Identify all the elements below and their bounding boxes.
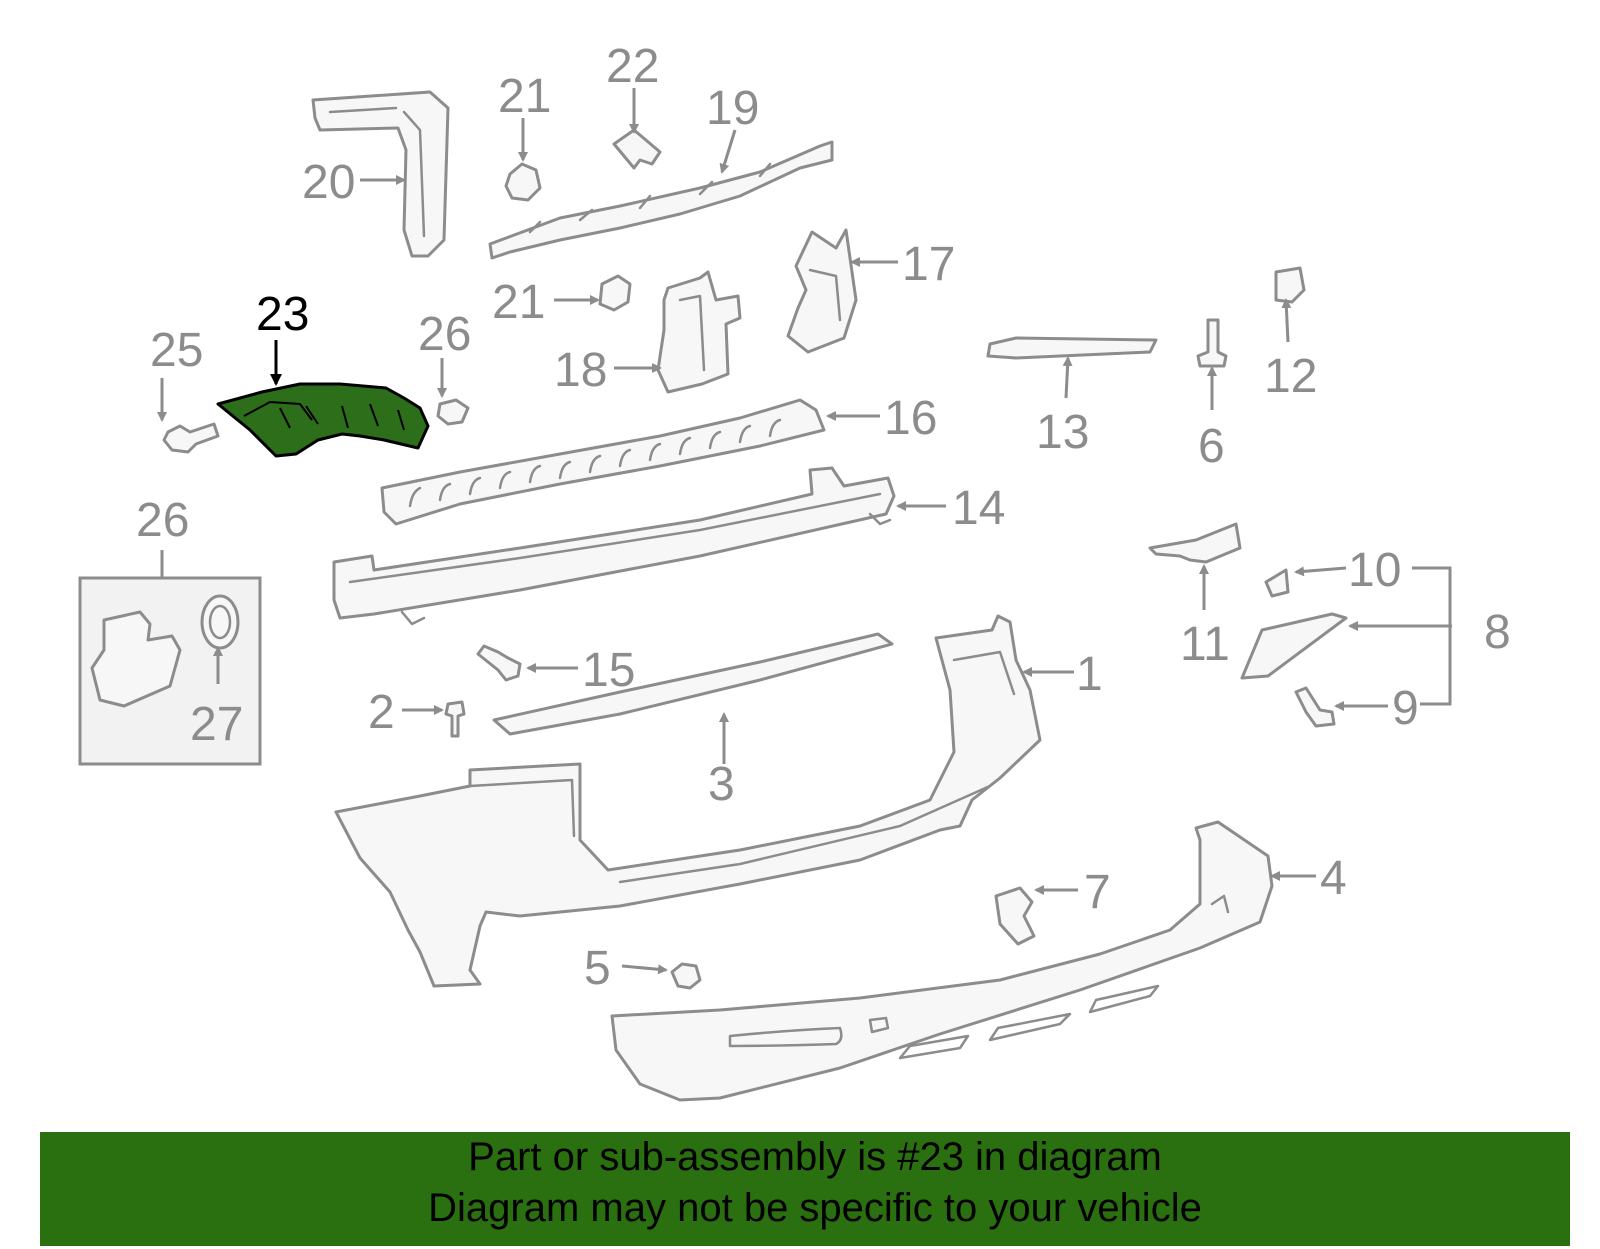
callout-20: 20 <box>302 156 355 209</box>
callout-12: 12 <box>1264 350 1317 403</box>
callout-4: 4 <box>1320 852 1347 905</box>
callout-17: 17 <box>902 238 955 291</box>
callout-8: 8 <box>1484 606 1511 659</box>
callout-11: 11 <box>1180 618 1230 671</box>
part-20-bracket <box>311 90 450 258</box>
part-22-clip <box>612 128 662 170</box>
part-18-bracket <box>656 270 742 394</box>
part-16-absorber <box>380 398 826 526</box>
callout-15: 15 <box>582 644 635 697</box>
callout-9: 9 <box>1392 682 1419 735</box>
part-9-bulb <box>1294 686 1336 728</box>
callout-26-label: 26 <box>136 494 189 547</box>
callout-14: 14 <box>952 482 1005 535</box>
callout-27: 27 <box>190 698 243 751</box>
callout-23: 23 <box>256 288 309 341</box>
callout-10: 10 <box>1348 544 1401 597</box>
part-11-bracket <box>1148 522 1242 564</box>
part-6-screw <box>1196 318 1228 368</box>
callout-2: 2 <box>368 686 395 739</box>
callout-16: 16 <box>884 392 937 445</box>
part-13-trim <box>986 336 1158 360</box>
parts-diagram: 20 21 22 19 21 17 18 12 13 6 16 14 25 23… <box>78 40 1511 1102</box>
banner-line-2: Diagram may not be specific to your vehi… <box>428 1186 1202 1230</box>
part-2-pin <box>444 700 466 738</box>
part-1-bumper-cover <box>334 614 1042 988</box>
callout-22: 22 <box>606 40 659 93</box>
part-14-reinforcement <box>332 466 896 626</box>
part-12-clip <box>1274 266 1306 304</box>
part-8-reflector <box>1240 612 1348 680</box>
part-19-strip <box>488 140 834 260</box>
callout-1: 1 <box>1076 648 1103 701</box>
leader-lines <box>157 88 1452 975</box>
callout-7: 7 <box>1084 866 1111 919</box>
part-23-highlighted-bracket <box>216 382 430 458</box>
part-24-bolt <box>162 422 220 454</box>
callout-labels: 20 21 22 19 21 17 18 12 13 6 16 14 25 23… <box>150 40 1511 995</box>
part-10-clip <box>1264 568 1290 598</box>
callout-19: 19 <box>706 82 759 135</box>
part-3-molding <box>492 632 894 736</box>
callout-6: 6 <box>1198 420 1225 473</box>
callout-21-top: 21 <box>498 70 551 123</box>
banner-line-1: Part or sub-assembly is #23 in diagram <box>468 1135 1162 1179</box>
part-21-clip-top <box>504 162 542 202</box>
callout-25: 26 <box>418 308 471 361</box>
callout-5: 5 <box>584 942 611 995</box>
part-5-screw <box>670 962 702 990</box>
info-banner: Part or sub-assembly is #23 in diagram D… <box>40 1132 1570 1246</box>
callout-13: 13 <box>1036 406 1089 459</box>
part-15-bolt <box>476 644 522 682</box>
part-7-bracket <box>994 886 1036 946</box>
callout-3: 3 <box>708 758 735 811</box>
part-25-pushpin <box>436 398 470 426</box>
callout-24: 25 <box>150 324 203 377</box>
callout-21-mid: 21 <box>492 276 545 329</box>
callout-18: 18 <box>554 344 607 397</box>
part-21-clip-mid <box>598 274 632 312</box>
part-17-bracket <box>786 228 858 354</box>
